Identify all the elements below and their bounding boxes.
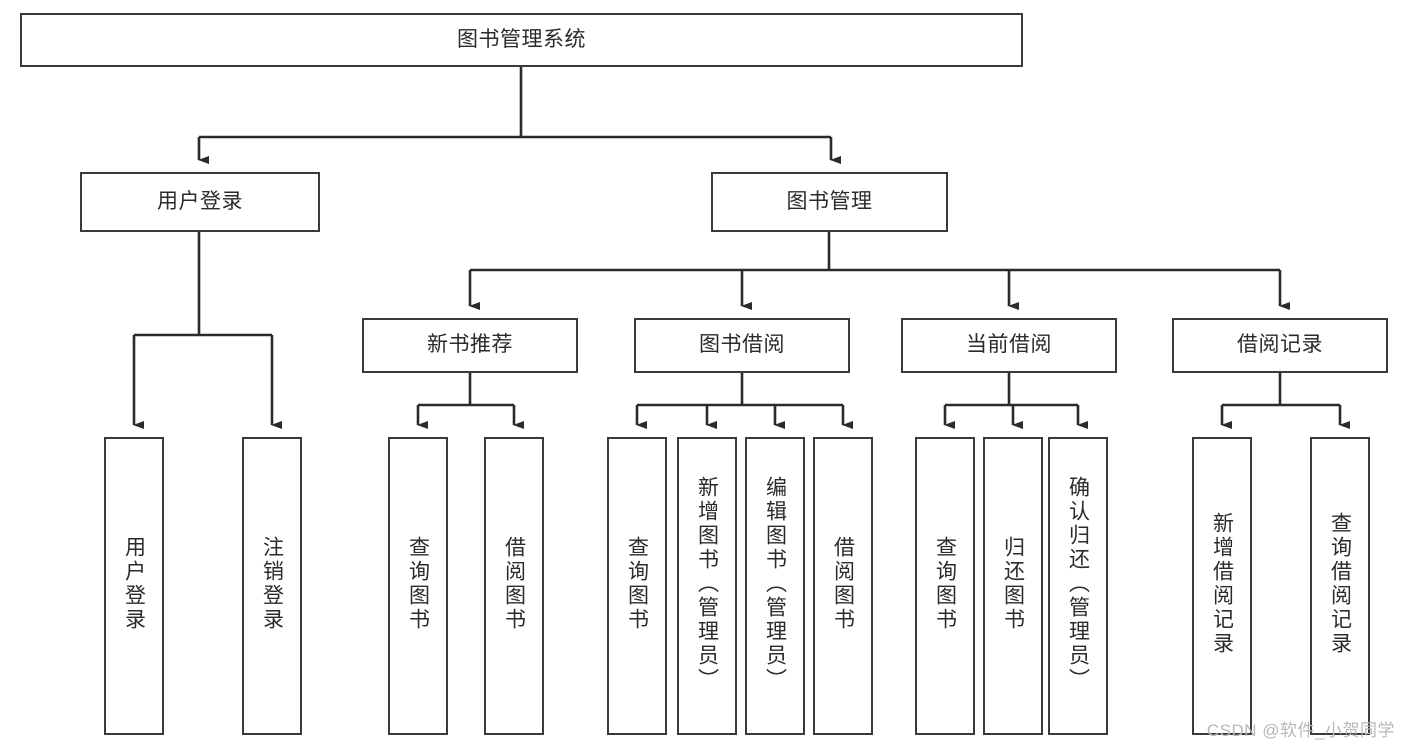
node-leaf-borrow-book-2-label: 借阅图书	[831, 536, 855, 632]
node-book-manage-label: 图书管理	[786, 189, 873, 213]
node-new-book-recommend-label: 新书推荐	[427, 333, 513, 357]
node-new-book-recommend[interactable]: 新书推荐	[362, 318, 578, 373]
connector-lines	[132, 67, 1350, 429]
node-leaf-logout-label: 注销登录	[260, 536, 284, 632]
node-leaf-return-book-label: 归还图书	[1001, 536, 1025, 632]
node-leaf-confirm-return-label: 确认归还（管理员）	[1066, 476, 1090, 692]
node-leaf-add-book-label: 新增图书（管理员）	[695, 476, 719, 692]
node-leaf-edit-book-label: 编辑图书（管理员）	[763, 476, 787, 692]
node-leaf-edit-book[interactable]: 编辑图书（管理员）	[745, 437, 805, 735]
node-leaf-return-book[interactable]: 归还图书	[983, 437, 1043, 735]
node-leaf-add-record-label: 新增借阅记录	[1210, 512, 1234, 656]
node-leaf-query-book-1-label: 查询图书	[406, 536, 430, 632]
node-leaf-query-book-1[interactable]: 查询图书	[388, 437, 448, 735]
node-root-label: 图书管理系统	[457, 27, 586, 51]
node-book-borrow-label: 图书借阅	[699, 333, 785, 357]
node-current-borrow[interactable]: 当前借阅	[901, 318, 1117, 373]
node-leaf-borrow-book-1[interactable]: 借阅图书	[484, 437, 544, 735]
node-borrow-record-label: 借阅记录	[1237, 333, 1323, 357]
node-book-borrow[interactable]: 图书借阅	[634, 318, 850, 373]
node-leaf-add-record[interactable]: 新增借阅记录	[1192, 437, 1252, 735]
node-leaf-query-record-label: 查询借阅记录	[1328, 512, 1352, 656]
node-root[interactable]: 图书管理系统	[20, 13, 1023, 67]
node-leaf-query-book-2[interactable]: 查询图书	[607, 437, 667, 735]
node-leaf-query-record[interactable]: 查询借阅记录	[1310, 437, 1370, 735]
node-current-borrow-label: 当前借阅	[966, 333, 1052, 357]
node-leaf-borrow-book-1-label: 借阅图书	[502, 536, 526, 632]
node-user-login[interactable]: 用户登录	[80, 172, 320, 232]
node-leaf-user-login[interactable]: 用户登录	[104, 437, 164, 735]
node-leaf-add-book[interactable]: 新增图书（管理员）	[677, 437, 737, 735]
node-leaf-query-book-2-label: 查询图书	[625, 536, 649, 632]
node-leaf-user-login-label: 用户登录	[122, 536, 146, 632]
node-leaf-query-book-3-label: 查询图书	[933, 536, 957, 632]
node-leaf-query-book-3[interactable]: 查询图书	[915, 437, 975, 735]
watermark-text: CSDN @软件_小贺同学	[1206, 721, 1395, 740]
node-leaf-logout[interactable]: 注销登录	[242, 437, 302, 735]
node-borrow-record[interactable]: 借阅记录	[1172, 318, 1388, 373]
node-user-login-label: 用户登录	[157, 189, 243, 213]
node-book-manage[interactable]: 图书管理	[711, 172, 948, 232]
node-leaf-borrow-book-2[interactable]: 借阅图书	[813, 437, 873, 735]
node-leaf-confirm-return[interactable]: 确认归还（管理员）	[1048, 437, 1108, 735]
